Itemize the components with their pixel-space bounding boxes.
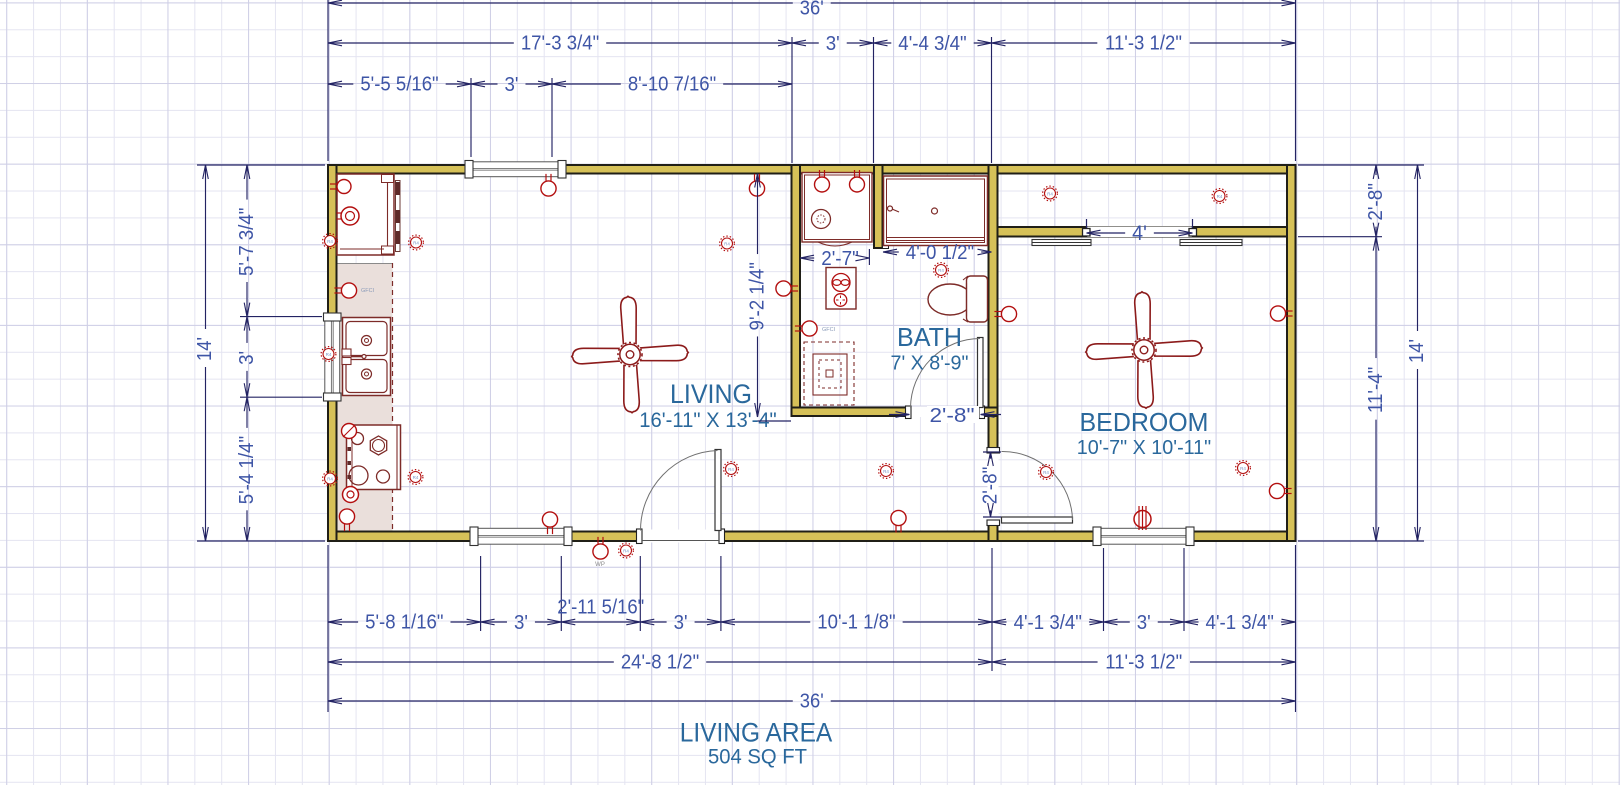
svg-text:LIVING AREA: LIVING AREA xyxy=(680,718,833,747)
svg-text:10'-1 1/8": 10'-1 1/8" xyxy=(817,612,895,634)
svg-text:16'-11" X 13'-4": 16'-11" X 13'-4" xyxy=(639,409,776,432)
svg-text:BEDROOM: BEDROOM xyxy=(1080,409,1209,438)
svg-text:36': 36' xyxy=(800,691,824,713)
svg-text:11'-3 1/2": 11'-3 1/2" xyxy=(1105,652,1182,674)
svg-text:3': 3' xyxy=(514,612,528,635)
svg-text:R4: R4 xyxy=(1047,192,1053,197)
svg-text:2'-8": 2'-8" xyxy=(979,467,1002,505)
svg-text:WP: WP xyxy=(595,562,605,568)
svg-text:11'-4": 11'-4" xyxy=(1365,367,1388,413)
svg-text:5'-5 5/16": 5'-5 5/16" xyxy=(360,74,438,96)
svg-text:2'-8": 2'-8" xyxy=(1365,183,1388,221)
svg-text:R4: R4 xyxy=(413,241,419,246)
svg-text:3': 3' xyxy=(826,33,840,56)
svg-text:R4: R4 xyxy=(1240,466,1246,471)
svg-text:8'-10 7/16": 8'-10 7/16" xyxy=(628,74,716,96)
svg-text:4'-1 3/4": 4'-1 3/4" xyxy=(1014,612,1082,635)
svg-text:14': 14' xyxy=(1407,339,1429,363)
svg-text:17'-3 3/4": 17'-3 3/4" xyxy=(521,33,599,55)
svg-text:504 SQ FT: 504 SQ FT xyxy=(708,745,807,768)
svg-text:R4: R4 xyxy=(326,352,332,357)
svg-text:14': 14' xyxy=(195,337,217,361)
svg-text:5'-8 1/16": 5'-8 1/16" xyxy=(365,612,443,634)
svg-text:5'-4 1/4": 5'-4 1/4" xyxy=(236,436,259,504)
svg-text:2'-7": 2'-7" xyxy=(821,248,859,271)
svg-text:R4: R4 xyxy=(1043,470,1049,475)
svg-text:R4: R4 xyxy=(327,239,333,244)
svg-text:5'-7 3/4": 5'-7 3/4" xyxy=(236,208,259,276)
svg-text:24'-8 1/2": 24'-8 1/2" xyxy=(621,652,699,674)
svg-text:4'-1 3/4": 4'-1 3/4" xyxy=(1206,612,1274,635)
svg-text:10'-7" X 10'-11": 10'-7" X 10'-11" xyxy=(1077,437,1211,459)
svg-text:3': 3' xyxy=(1137,612,1151,635)
svg-text:R4: R4 xyxy=(623,549,629,554)
svg-text:R4: R4 xyxy=(938,268,944,273)
svg-text:GFCI: GFCI xyxy=(361,288,375,294)
svg-text:R4: R4 xyxy=(728,467,734,472)
svg-text:LIVING: LIVING xyxy=(670,381,752,410)
svg-text:2'-11 5/16": 2'-11 5/16" xyxy=(557,597,644,619)
svg-text:11'-3 1/2": 11'-3 1/2" xyxy=(1105,33,1182,55)
svg-text:2'-8": 2'-8" xyxy=(930,404,975,426)
svg-text:GFCI: GFCI xyxy=(822,327,836,333)
svg-text:R4: R4 xyxy=(883,469,889,474)
svg-text:7' X 8'-9": 7' X 8'-9" xyxy=(891,352,969,374)
svg-text:36': 36' xyxy=(800,0,824,20)
svg-text:R4: R4 xyxy=(1217,194,1223,199)
svg-text:4': 4' xyxy=(1132,223,1147,246)
svg-text:R4: R4 xyxy=(413,475,419,480)
svg-text:R4: R4 xyxy=(327,477,333,482)
svg-text:9'-2 1/4": 9'-2 1/4" xyxy=(746,262,769,330)
svg-text:3': 3' xyxy=(236,351,259,365)
svg-text:4'-0 1/2": 4'-0 1/2" xyxy=(906,242,974,265)
svg-text:4'-4 3/4": 4'-4 3/4" xyxy=(898,33,966,56)
svg-text:3': 3' xyxy=(505,74,519,97)
svg-text:R4: R4 xyxy=(724,242,730,247)
svg-text:3': 3' xyxy=(674,612,688,635)
svg-text:BATH: BATH xyxy=(897,324,962,352)
